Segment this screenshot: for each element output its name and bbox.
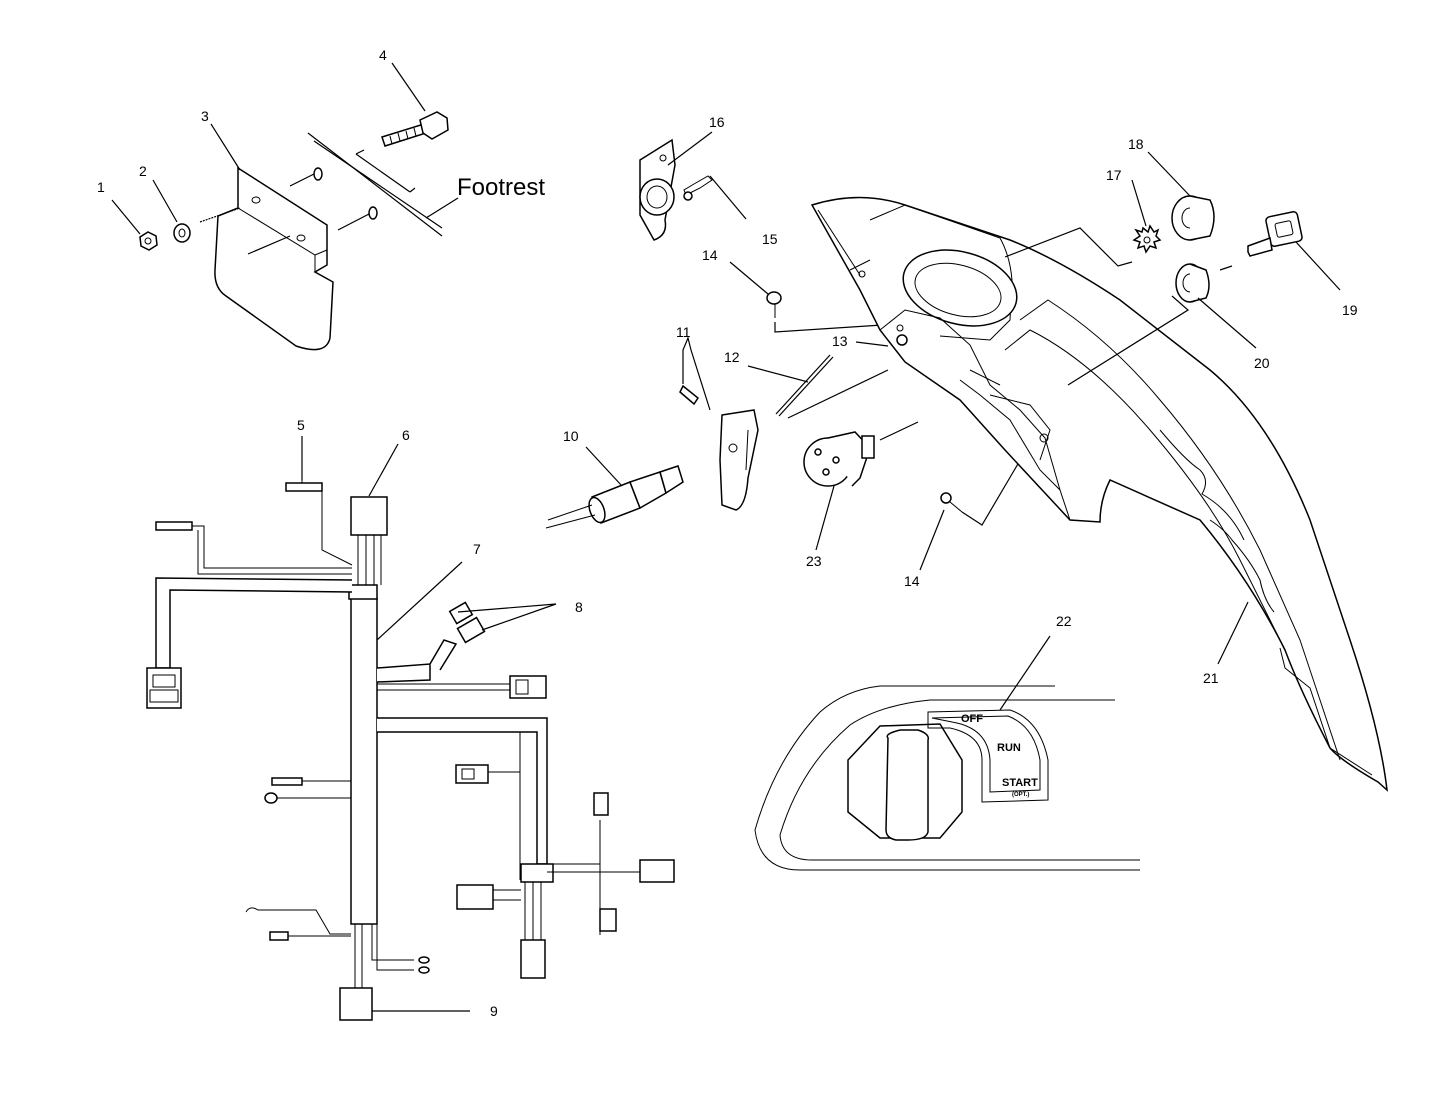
wiring-harness: [146, 462, 675, 1021]
callout-3: 3: [201, 108, 209, 124]
callout-2: 2: [139, 163, 147, 179]
connector-6: [350, 496, 388, 536]
footrest-pad: [214, 166, 334, 351]
callout-5: 5: [297, 417, 305, 433]
switch-run-label: RUN: [997, 742, 1021, 754]
nut-part: [139, 231, 158, 251]
footrest-assembly: [139, 111, 449, 351]
callout-6: 6: [402, 427, 410, 443]
callout-9: 9: [490, 1003, 498, 1019]
callout-19: 19: [1342, 302, 1358, 318]
callout-22: 22: [1056, 613, 1072, 629]
switch-opt-label: (OPT.): [1012, 792, 1029, 798]
connector-9: [339, 987, 373, 1021]
switch-components: [545, 138, 1033, 529]
bolt-part: [381, 111, 449, 147]
key-parts: [1004, 195, 1303, 386]
switch-off-label: OFF: [961, 713, 983, 725]
callout-18: 18: [1128, 136, 1144, 152]
callout-14-bottom: 14: [904, 573, 920, 589]
callout-15: 15: [762, 231, 778, 247]
washer-part: [173, 223, 191, 243]
key-19: [1247, 210, 1303, 257]
front-cover: [810, 196, 1388, 792]
callout-16: 16: [709, 114, 725, 130]
lock-washer-17: [1132, 224, 1162, 254]
callout-20: 20: [1254, 355, 1270, 371]
callout-1: 1: [97, 179, 105, 195]
callout-12: 12: [724, 349, 740, 365]
callout-17: 17: [1106, 167, 1122, 183]
callout-10: 10: [563, 428, 579, 444]
plug-5: [285, 482, 323, 492]
callout-23: 23: [806, 553, 822, 569]
footrest-label: Footrest: [457, 174, 545, 201]
ignition-switch-detail: OFF RUN START (OPT.): [754, 685, 1140, 871]
callout-14-top: 14: [702, 247, 718, 263]
callout-21: 21: [1203, 670, 1219, 686]
callout-8: 8: [575, 599, 583, 615]
callout-7: 7: [473, 541, 481, 557]
callout-11: 11: [676, 324, 691, 340]
callout-4: 4: [379, 47, 387, 63]
callout-13: 13: [832, 333, 848, 349]
switch-start-label: START: [1002, 777, 1038, 789]
